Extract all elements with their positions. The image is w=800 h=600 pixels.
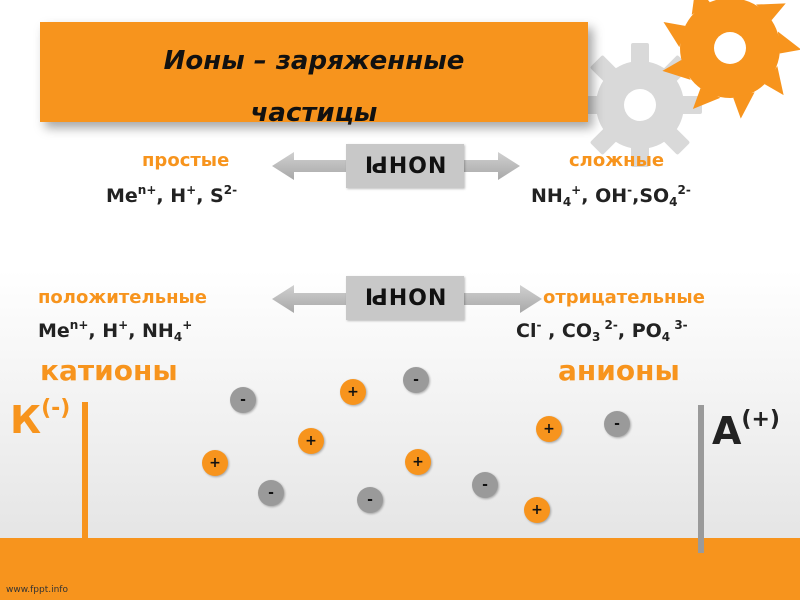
cations-label: катионы bbox=[40, 354, 178, 387]
anion-ion: - bbox=[403, 367, 429, 393]
cation-ion: + bbox=[298, 428, 324, 454]
anion-ion: - bbox=[604, 411, 630, 437]
anion-ion: - bbox=[472, 472, 498, 498]
cathode-label: К(-) bbox=[10, 396, 71, 442]
ions-box-label: ИОНЫ bbox=[363, 285, 447, 311]
cation-ion: + bbox=[202, 450, 228, 476]
anode-label: А(+) bbox=[712, 407, 780, 453]
footer-watermark: www.fppt.info bbox=[6, 585, 68, 595]
cation-ion: + bbox=[524, 497, 550, 523]
title-line-2: частицы bbox=[250, 98, 378, 128]
complex-ions-formula: NH4+, OH-,SO42- bbox=[531, 183, 691, 209]
anion-ion: - bbox=[357, 487, 383, 513]
positive-ions-formula: Men+, H+, NH4+ bbox=[38, 318, 193, 344]
ions-box-top: ИОНЫ bbox=[346, 144, 464, 188]
cation-ion: + bbox=[536, 416, 562, 442]
gears-icon bbox=[578, 0, 800, 167]
simple-ions-label: простые bbox=[142, 150, 230, 171]
ions-box-label: ИОНЫ bbox=[363, 153, 447, 179]
title-line-1: Ионы – заряженные bbox=[163, 46, 465, 76]
bottom-bar bbox=[0, 538, 800, 600]
cation-ion: + bbox=[340, 379, 366, 405]
positive-ions-label: положительные bbox=[38, 287, 208, 308]
negative-ions-formula: Cl- , CO3 2-, PO4 3- bbox=[516, 318, 688, 344]
simple-ions-formula: Men+, H+, S2- bbox=[106, 183, 238, 207]
anode-electrode bbox=[698, 405, 704, 553]
anion-ion: - bbox=[230, 387, 256, 413]
cathode-electrode bbox=[82, 402, 88, 550]
complex-ions-label: сложные bbox=[569, 150, 665, 171]
anions-label: анионы bbox=[558, 354, 680, 387]
title-banner: Ионы – заряженные частицы bbox=[40, 22, 588, 128]
negative-ions-label: отрицательные bbox=[543, 287, 705, 308]
cation-ion: + bbox=[405, 449, 431, 475]
anion-ion: - bbox=[258, 480, 284, 506]
ions-box-bottom: ИОНЫ bbox=[346, 276, 464, 320]
